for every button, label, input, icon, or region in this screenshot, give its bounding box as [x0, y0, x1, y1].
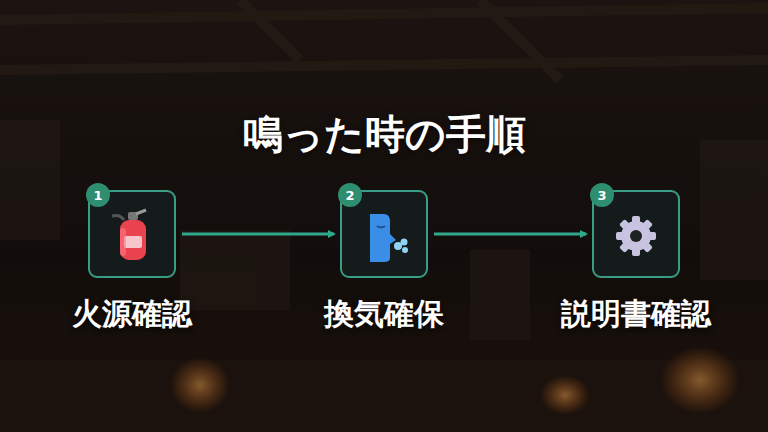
step-arrow: [182, 233, 334, 236]
step-number-badge: 1: [86, 183, 110, 207]
step-arrow: [434, 233, 586, 236]
step-label: 説明書確認: [561, 295, 711, 333]
step-label: 換気確保: [324, 295, 444, 333]
diagram-title: 鳴った時の手順: [0, 108, 768, 160]
breath-face-icon: [370, 214, 408, 262]
gear-icon: [616, 216, 656, 256]
step-icon-box: 換気確保2: [340, 190, 428, 278]
fire-extinguisher-icon: [112, 210, 146, 260]
step-number-badge: 2: [338, 183, 362, 207]
step-label: 火源確認: [72, 295, 192, 333]
step-number-badge: 3: [590, 183, 614, 207]
callout-number: 3: [597, 189, 606, 202]
callout-number: 2: [345, 189, 354, 202]
step-icon-box: 説明書確認3: [592, 190, 680, 278]
step-icon-box: 火源確認1: [88, 190, 176, 278]
callout-number: 1: [93, 189, 102, 202]
